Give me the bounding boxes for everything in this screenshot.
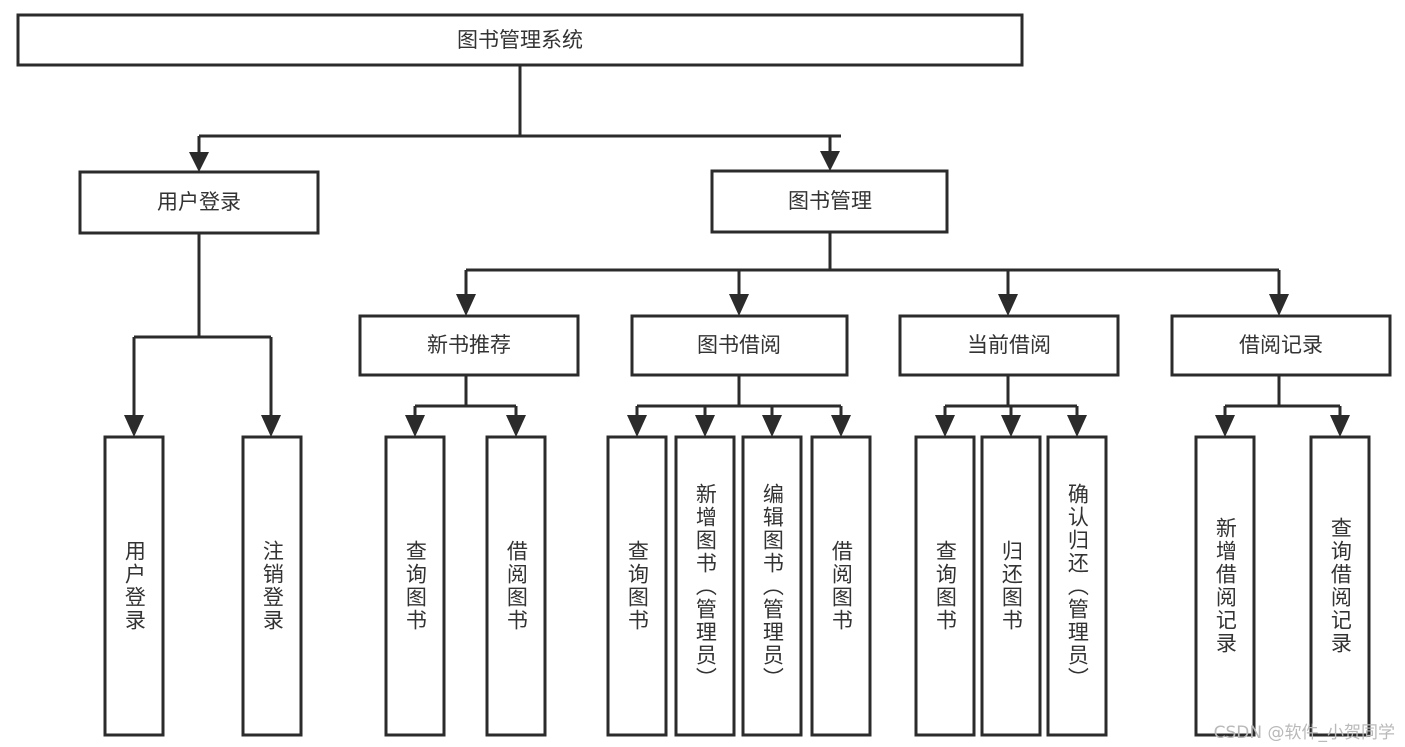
arrow-head-borrow-record — [1269, 294, 1289, 316]
node-leaf-query-book-2[interactable] — [606, 435, 668, 737]
node-leaf-user-logout[interactable] — [241, 435, 303, 737]
node-root-label: 图书管理系统 — [457, 28, 583, 52]
arrow-head-leaf-add-record — [1215, 415, 1235, 437]
node-current-borrow-label: 当前借阅 — [967, 333, 1051, 357]
connectors — [124, 65, 1350, 437]
node-leaf-borrow-book-1[interactable] — [485, 435, 547, 737]
node-leaf-query-record[interactable] — [1309, 435, 1371, 737]
node-leaf-add-record[interactable] — [1194, 435, 1256, 737]
arrow-head-current-borrow — [998, 294, 1018, 316]
watermark-text: CSDN @软件_小贺同学 — [1213, 723, 1395, 743]
node-root[interactable] — [16, 13, 1024, 67]
node-book-borrow[interactable] — [630, 314, 849, 377]
arrow-head-book-borrow — [729, 294, 749, 316]
node-new-book-recommend[interactable] — [358, 314, 580, 377]
arrow-head-leaf-return-book — [1001, 415, 1021, 437]
arrow-head-leaf-confirm-return — [1067, 415, 1087, 437]
arrow-head-leaf-user-login — [124, 415, 144, 437]
arrow-head-leaf-user-logout — [261, 415, 281, 437]
node-book-manage-label: 图书管理 — [788, 189, 872, 213]
node-leaf-user-login[interactable] — [103, 435, 165, 737]
node-leaf-confirm-return[interactable] — [1046, 435, 1108, 737]
node-user-login-label: 用户登录 — [157, 190, 241, 214]
arrow-head-leaf-query-book-3 — [935, 415, 955, 437]
arrow-head-leaf-add-book — [695, 415, 715, 437]
node-leaf-borrow-book-2[interactable] — [810, 435, 872, 737]
arrow-head-leaf-query-book-1 — [405, 415, 425, 437]
node-leaf-edit-book[interactable] — [741, 435, 803, 737]
node-book-borrow-label: 图书借阅 — [697, 333, 781, 357]
node-borrow-record-label: 借阅记录 — [1239, 333, 1323, 357]
arrow-head-leaf-borrow-book-1 — [506, 415, 526, 437]
node-boxes: 图书管理系统 用户登录 图书管理 新书推荐 图书借阅 当前借阅 借阅记录 — [16, 13, 1392, 737]
arrow-head-user-login — [189, 152, 209, 172]
node-leaf-query-book-3[interactable] — [914, 435, 976, 737]
arrow-head-leaf-query-book-2 — [627, 415, 647, 437]
node-leaf-return-book[interactable] — [980, 435, 1042, 737]
node-user-login[interactable] — [78, 170, 320, 235]
node-current-borrow[interactable] — [898, 314, 1120, 377]
node-book-manage[interactable] — [710, 169, 949, 234]
arrow-head-leaf-edit-book — [762, 415, 782, 437]
node-leaf-query-book-1[interactable] — [384, 435, 446, 737]
arrow-head-new-book-recommend — [456, 294, 476, 316]
arrow-head-leaf-borrow-book-2 — [831, 415, 851, 437]
arrow-head-book-manage — [820, 151, 840, 171]
node-new-book-recommend-label: 新书推荐 — [427, 333, 511, 357]
node-borrow-record[interactable] — [1170, 314, 1392, 377]
arrow-head-leaf-query-record — [1330, 415, 1350, 437]
node-leaf-add-book[interactable] — [674, 435, 736, 737]
